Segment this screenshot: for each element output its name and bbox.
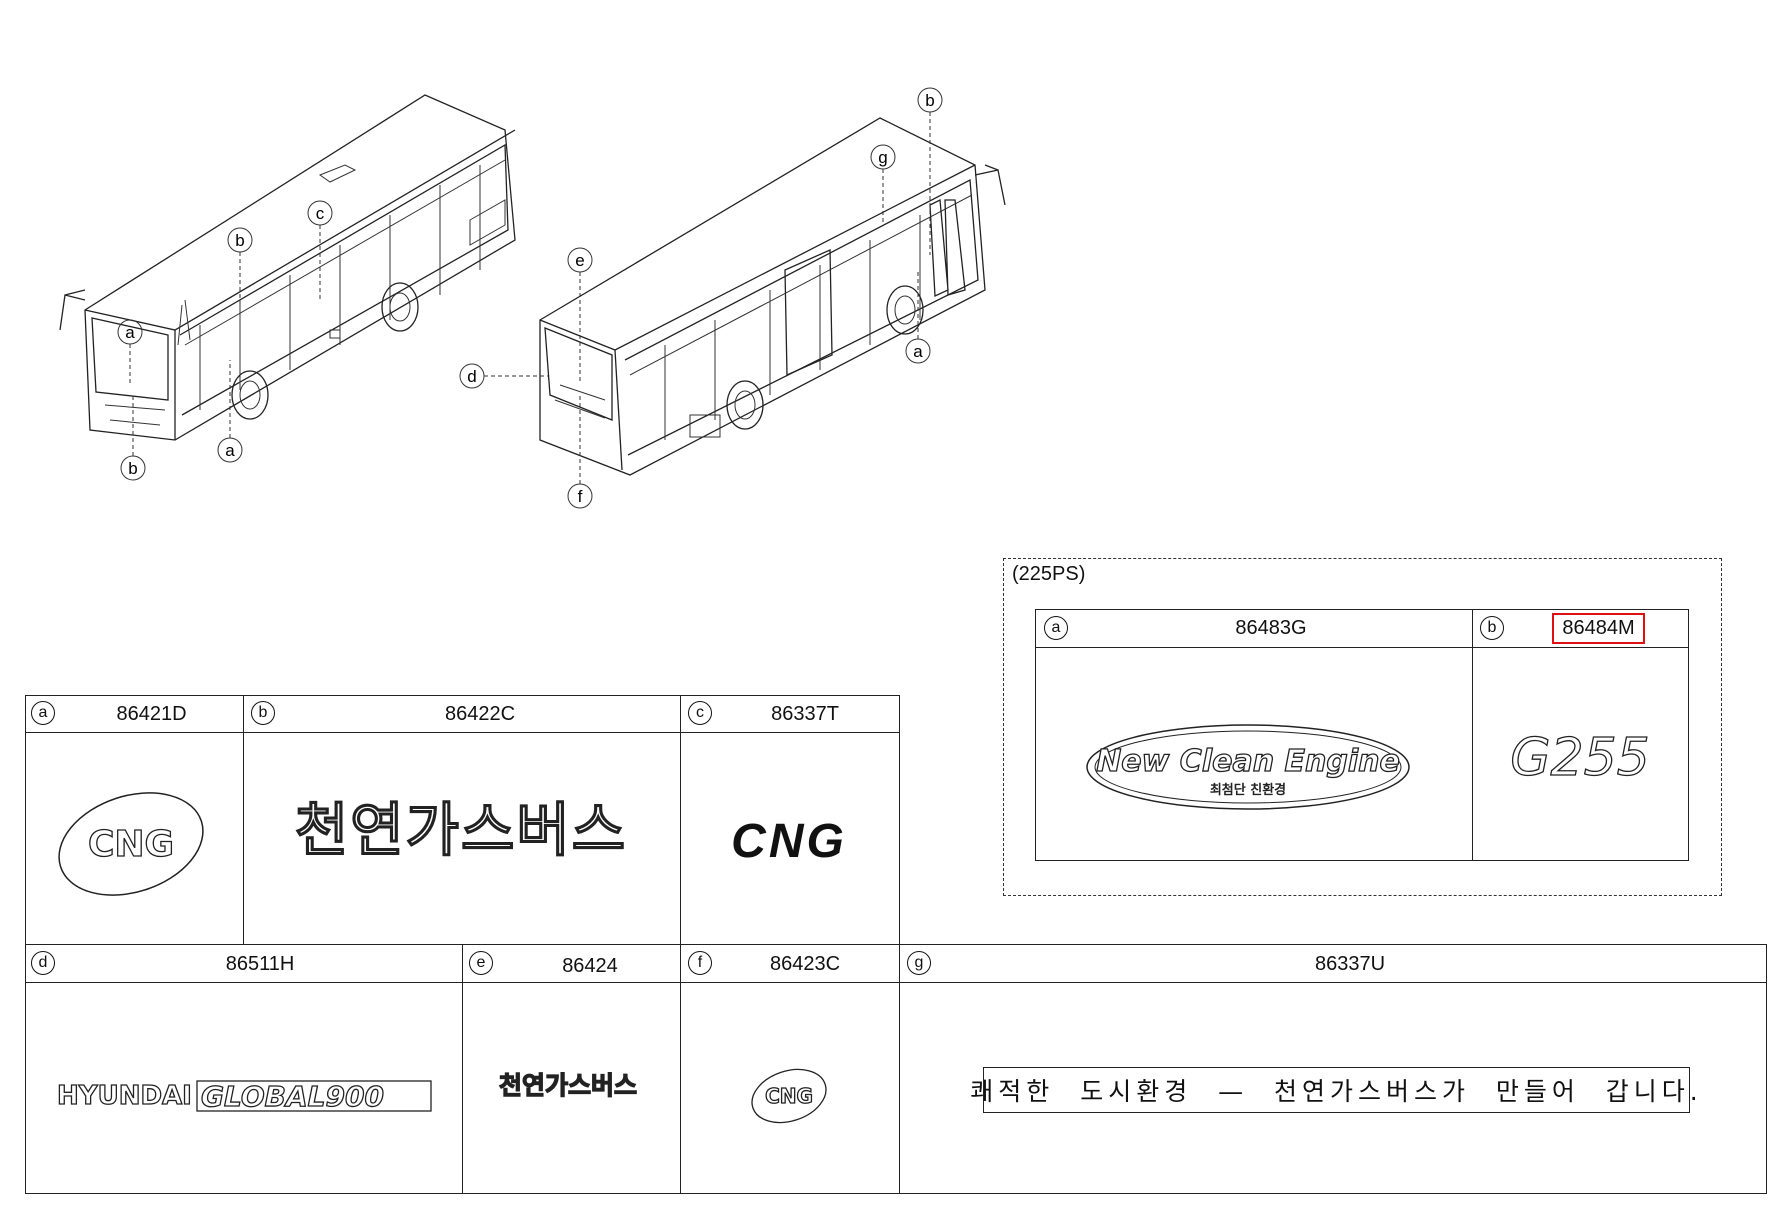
- cell-g-letter: g: [907, 951, 931, 975]
- option-cell-a-letter: a: [1044, 616, 1068, 640]
- cell-c-letter: c: [688, 701, 712, 725]
- callout-g-right: g: [870, 144, 896, 225]
- cell-f-part: 86423C: [769, 953, 841, 975]
- callout-d-right: d: [459, 363, 548, 389]
- svg-text:천연가스버스: 천연가스버스: [499, 1071, 637, 1100]
- svg-text:b: b: [128, 459, 137, 478]
- left-bus-drawing: [59, 94, 516, 441]
- g255-emblem: G255: [1510, 727, 1651, 788]
- svg-text:g: g: [878, 148, 887, 167]
- callout-b-left-side: b: [227, 227, 253, 352]
- slogan-emblem: 쾌적한 도시환경 — 천연가스버스가 만들어 갑니다.: [970, 1067, 1698, 1113]
- cell-g-part: 86337U: [1314, 953, 1386, 975]
- callout-a-right: a: [905, 270, 931, 364]
- cell-f-letter: f: [688, 951, 712, 975]
- bus-illustrations: [59, 94, 1006, 476]
- callout-c-left-side: c: [307, 200, 333, 300]
- cell-d-letter: d: [31, 951, 55, 975]
- svg-text:GLOBAL900: GLOBAL900: [201, 1080, 384, 1113]
- option-box-caption: (225PS): [1012, 563, 1086, 585]
- cell-a-letter: a: [31, 701, 55, 725]
- cell-c-part: 86337T: [771, 703, 839, 725]
- callout-a-left-side: a: [217, 360, 243, 463]
- svg-text:G255: G255: [1510, 728, 1650, 788]
- svg-text:CNG: CNG: [765, 1084, 813, 1108]
- svg-text:f: f: [578, 487, 583, 506]
- hyundai-global900-emblem: HYUNDAI GLOBAL900: [56, 1079, 432, 1114]
- left-bus-callouts: a b c a b: [117, 200, 333, 481]
- svg-text:New Clean Engine: New Clean Engine: [1096, 744, 1400, 779]
- svg-text:e: e: [575, 251, 584, 270]
- svg-text:a: a: [125, 323, 135, 342]
- callout-f-right: f: [567, 395, 593, 509]
- cell-d-part: 86511H: [225, 953, 295, 975]
- svg-text:c: c: [316, 204, 325, 223]
- option-cell-b-letter: b: [1480, 616, 1504, 640]
- svg-text:최첨단 친환경: 최첨단 친환경: [1210, 782, 1286, 798]
- svg-text:HYUNDAI: HYUNDAI: [57, 1081, 192, 1111]
- cng-oval-emblem-large: CNG: [58, 792, 204, 896]
- cell-e-part: 86424: [562, 955, 618, 977]
- callout-e-right: e: [567, 247, 593, 383]
- svg-text:b: b: [925, 91, 934, 110]
- svg-text:a: a: [225, 441, 235, 460]
- cell-e-letter: e: [469, 951, 493, 975]
- callout-b-left-front: b: [120, 395, 146, 481]
- natural-gas-bus-korean-emblem-small: 천연가스버스: [498, 1070, 637, 1100]
- svg-text:CNG: CNG: [88, 824, 174, 865]
- natural-gas-bus-korean-emblem-large: 천연가스버스: [294, 795, 627, 864]
- new-clean-engine-emblem: New Clean Engine 최첨단 친환경: [1086, 724, 1410, 810]
- option-table: a 86483G New Clean Engine 최첨단 친환경 b 8648…: [1035, 609, 1689, 861]
- right-bus-drawing: [539, 117, 1006, 476]
- cell-b-part: 86422C: [444, 703, 516, 725]
- option-box-225ps: (225PS): [1003, 558, 1722, 896]
- svg-text:d: d: [467, 367, 476, 386]
- cell-b-letter: b: [251, 701, 275, 725]
- cng-oval-emblem-small: CNG: [751, 1068, 827, 1124]
- option-cell-a-part: 86483G: [1235, 617, 1307, 639]
- svg-text:천연가스버스: 천연가스버스: [295, 796, 627, 864]
- cng-bold-emblem: CNG: [731, 815, 847, 868]
- right-bus-callouts: b g e d a f: [459, 87, 943, 509]
- callout-a-left-front: a: [117, 319, 143, 385]
- svg-text:a: a: [913, 342, 923, 361]
- parts-table: a 86421D CNG b 86422C 천연가스버스 c 86337T CN…: [25, 695, 1767, 1195]
- svg-text:b: b: [235, 231, 244, 250]
- cell-a-part: 86421D: [116, 703, 187, 725]
- option-cell-b-part-highlighted: 86484M: [1552, 613, 1645, 644]
- svg-text:CNG: CNG: [731, 815, 847, 868]
- callout-b-right: b: [917, 87, 943, 255]
